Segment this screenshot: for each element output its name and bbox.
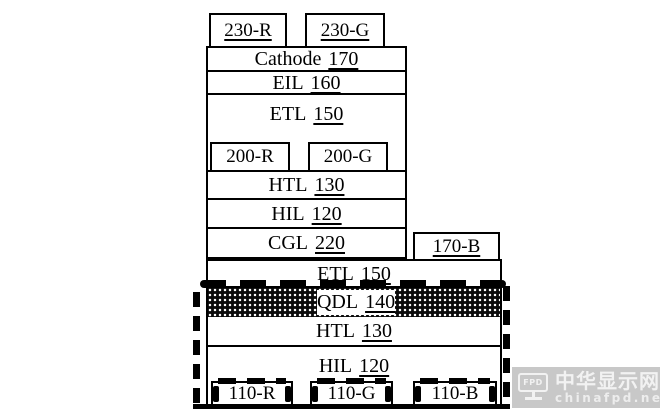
layer-hil-upper-num: 120 — [311, 202, 342, 225]
layer-hil-120-lower: HIL 120 — [208, 347, 500, 405]
contact-pad-110g-label: 110-G — [327, 382, 376, 404]
layer-qdl-140-label: QDL 140 — [317, 290, 395, 315]
layer-htl-upper-name: HTL — [268, 174, 308, 196]
pad-110g-dash-top — [317, 378, 386, 384]
layer-hil-lower-num: 120 — [359, 355, 390, 377]
pad-110b-dash-left — [415, 386, 421, 402]
watermark-url: chinafpd.net — [555, 390, 660, 405]
contact-pad-110r: 110-R — [211, 378, 293, 406]
fpd-monitor-stand — [532, 392, 535, 397]
watermark: FPD 中华显示网 chinafpd.net — [512, 367, 660, 408]
layer-cgl-220: CGL 220 — [208, 229, 405, 257]
contact-pad-170b: 170-B — [413, 232, 500, 261]
layer-hil-upper-name: HIL — [271, 202, 305, 225]
contact-pad-230g: 230-G — [305, 13, 385, 48]
contact-pad-110g: 110-G — [310, 378, 393, 406]
contact-pad-200r: 200-R — [210, 142, 290, 172]
pad-110g-dash-right — [385, 386, 391, 402]
layer-eil-num: 160 — [310, 71, 341, 94]
highlight-dash-top-edge — [200, 280, 506, 288]
watermark-title: 中华显示网 — [555, 368, 660, 393]
highlight-dash-right-edge — [503, 286, 510, 404]
layer-etl-150-upper: ETL 150 — [208, 95, 405, 172]
layer-htl-upper-num: 130 — [314, 174, 345, 196]
contact-pad-110b-label: 110-B — [431, 382, 479, 404]
layer-hil-lower-name: HIL — [318, 355, 353, 377]
pad-110g-dash-left — [312, 386, 318, 402]
pad-110r-dash-right — [285, 386, 291, 402]
pad-110r-dash-left — [213, 386, 219, 402]
layer-hil-120-upper: HIL 120 — [208, 200, 405, 229]
contact-pad-230r: 230-R — [209, 13, 287, 48]
fpd-monitor-screen: FPD — [518, 373, 548, 392]
layer-etl-lower-num: 150 — [360, 262, 391, 285]
pad-110r-dash-top — [218, 378, 286, 384]
fpd-monitor-base — [525, 397, 542, 400]
layer-cathode-170: Cathode 170 — [208, 48, 405, 72]
layer-etl-upper-name: ETL — [269, 103, 307, 125]
pad-110b-dash-top — [420, 378, 490, 384]
layer-cathode-name: Cathode — [254, 48, 322, 70]
layer-htl-130-lower: HTL 130 — [208, 317, 500, 347]
contact-pad-200r-label: 200-R — [226, 146, 274, 167]
layer-eil-name: EIL — [272, 71, 304, 94]
highlight-dash-left-edge — [193, 292, 200, 404]
fpd-monitor-icon: FPD — [516, 372, 552, 403]
layer-htl-lower-num: 130 — [361, 320, 392, 342]
layer-qdl-num: 140 — [365, 291, 396, 313]
layer-etl-lower-name: ETL — [317, 262, 354, 285]
layer-qdl-name: QDL — [316, 291, 359, 313]
contact-pad-230g-label: 230-G — [320, 19, 370, 41]
pad-110b-dash-right — [489, 386, 495, 402]
contact-pad-200g: 200-G — [308, 142, 388, 172]
contact-pad-110b: 110-B — [413, 378, 497, 406]
contact-pad-230r-label: 230-R — [224, 19, 272, 41]
layer-htl-130-upper: HTL 130 — [208, 172, 405, 200]
fpd-icon-label: FPD — [523, 378, 543, 387]
layer-htl-lower-name: HTL — [316, 320, 355, 342]
layer-cgl-name: CGL — [268, 232, 308, 254]
contact-pad-200g-label: 200-G — [323, 146, 373, 167]
contact-pad-170b-label: 170-B — [432, 235, 481, 257]
layer-etl-upper-num: 150 — [313, 103, 344, 125]
substrate-base-line — [193, 404, 510, 409]
layer-cathode-num: 170 — [328, 48, 359, 70]
layer-eil-160: EIL 160 — [208, 72, 405, 95]
contact-pad-110r-label: 110-R — [228, 382, 276, 404]
watermark-text: 中华显示网 chinafpd.net — [555, 368, 660, 405]
layer-cgl-num: 220 — [315, 232, 345, 254]
